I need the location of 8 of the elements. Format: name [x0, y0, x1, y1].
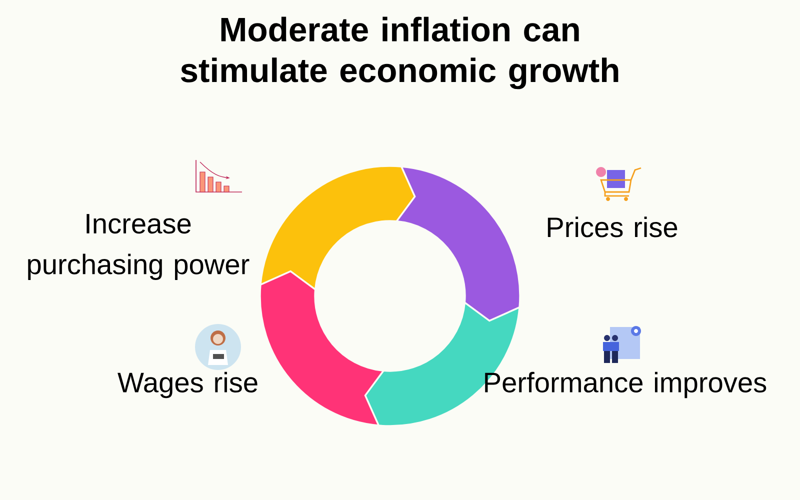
step-label: Wages rise	[118, 372, 258, 398]
title: Moderate inflation can stimulate economic growth	[180, 16, 618, 90]
ring-segment	[260, 165, 416, 290]
step-label: Prices rise	[548, 216, 678, 238]
ring-segment	[396, 166, 521, 322]
step-label: Increase purchasing power	[28, 214, 250, 280]
ring-segment	[259, 270, 384, 426]
step-label: Performance improves	[485, 372, 766, 398]
